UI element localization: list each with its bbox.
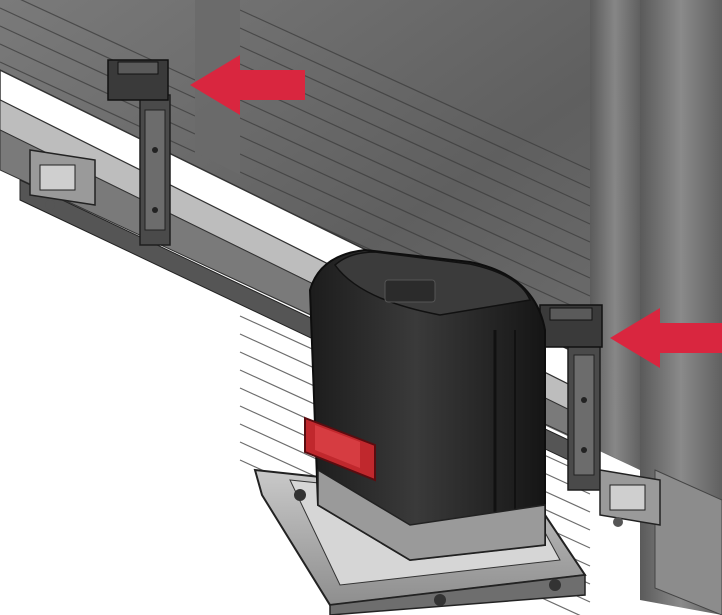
limit-magnet-bracket-icon bbox=[107, 59, 171, 246]
limit-magnet-bracket-icon bbox=[539, 304, 603, 491]
gate-slat bbox=[239, 99, 591, 261]
gate-slat bbox=[239, 27, 591, 189]
gate-slat bbox=[239, 135, 591, 297]
left-magnet-arrow bbox=[190, 55, 305, 115]
gate-slat bbox=[239, 117, 591, 279]
motor-housing-icon bbox=[304, 248, 546, 562]
reflector bbox=[304, 416, 376, 482]
right-roller-bracket bbox=[599, 469, 661, 527]
gate-slat bbox=[239, 9, 591, 171]
right-gate-post bbox=[640, 0, 722, 615]
left-roller-bracket bbox=[29, 149, 96, 210]
gate-slat bbox=[239, 81, 591, 243]
right-magnet-arrow bbox=[610, 308, 722, 368]
gate-slat bbox=[239, 153, 591, 315]
